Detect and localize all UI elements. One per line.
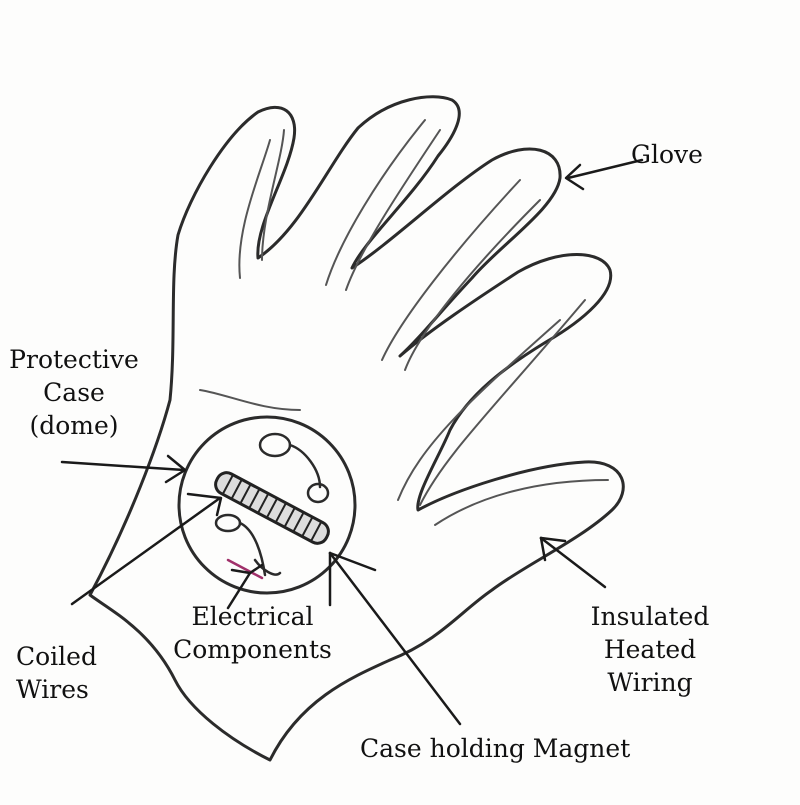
glove-inner-contours xyxy=(199,119,609,526)
electrical-components xyxy=(214,432,330,580)
protective-case-arrow xyxy=(60,460,186,472)
label-protective-case: Protective Case (dome) xyxy=(9,345,139,440)
label-insulated-heated-wiring: Insulated Heated Wiring xyxy=(590,602,710,697)
coiled-wires-arrow xyxy=(70,496,222,606)
label-case-holding-magnet: Case holding Magnet xyxy=(360,734,631,763)
magnet-arrow xyxy=(328,551,462,726)
protective-dome-circle xyxy=(177,415,357,595)
label-coiled-wires: Coiled Wires xyxy=(16,642,97,704)
label-glove: Glove xyxy=(631,140,703,169)
wiring-arrow xyxy=(539,536,607,589)
glove-arrow xyxy=(566,158,644,180)
electrical-components-arrow xyxy=(226,571,252,610)
label-electrical-components: Electrical Components xyxy=(173,602,332,664)
arrows xyxy=(60,158,644,726)
coiled-magnet xyxy=(214,471,330,545)
